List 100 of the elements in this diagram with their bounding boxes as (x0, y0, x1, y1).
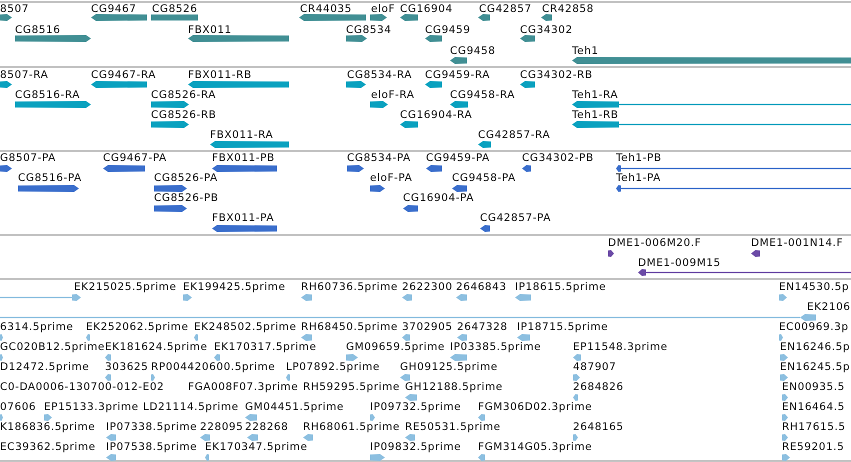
feature-label: EC39362.5prime (0, 441, 96, 453)
feature-label: IP18715.5prime (517, 321, 608, 333)
feature-label: 2648165 (573, 421, 624, 433)
feature-label: EK170317.5prime (214, 341, 316, 353)
feature-label: CG34302 (520, 24, 573, 36)
feature-label: CR44035 (300, 3, 352, 15)
feature-label: EK2106 (807, 301, 851, 313)
feature-label: eloF-PA (370, 172, 412, 184)
feature-label: EN14530.5p (779, 281, 850, 293)
feature-label: 303625 (105, 361, 148, 373)
feature-label: EK170347.5prime (205, 441, 308, 453)
feature-label: RH68450.5prime (301, 321, 398, 333)
feature-label: CG9458-RA (450, 89, 515, 101)
feature-label: 487907 (573, 361, 616, 373)
feature-label: CG9459 (425, 24, 470, 36)
feature-label: RH59295.5prime (303, 381, 400, 393)
feature-label: Teh1-PA (616, 172, 661, 184)
feature-label: CG8516-RA (15, 89, 80, 101)
feature-label: CG42857-PA (480, 212, 552, 224)
feature-label: FGA008F07.3prime (188, 381, 298, 393)
feature-label: CG9459-RA (425, 69, 490, 81)
feature-label: IP07538.5prime (106, 441, 198, 453)
feature-label: IP03385.5prime (450, 341, 542, 353)
feature-label: CG8516 (15, 24, 60, 36)
feature-label: FBX011-RA (210, 129, 274, 141)
feature-label: RP004420600.5prime (151, 361, 276, 373)
feature-label: D12472.5prime (0, 361, 90, 373)
feature-label: RH68061.5prime (303, 421, 400, 433)
feature-label: EN00935.5 (782, 381, 845, 393)
feature-label: 2646843 (456, 281, 507, 293)
feature-label: EN16245.5p (780, 361, 850, 373)
feature-label: LP07892.5prime (286, 361, 380, 373)
feature-label: 2622300 (402, 281, 453, 293)
feature-label: IP07338.5prime (106, 421, 198, 433)
feature-label: FBX011 (188, 24, 232, 36)
feature-label: CG8526-PA (154, 172, 218, 184)
feature-label: 2647328 (457, 321, 508, 333)
feature-label: IP09732.5prime (370, 401, 462, 413)
feature-label: CG34302-RB (520, 69, 593, 81)
feature-label: RH17615.5 (782, 421, 846, 433)
feature-label: EK199425.5prime (183, 281, 286, 293)
feature-label: IP09832.5prime (370, 441, 462, 453)
feature-label: CG16904-PA (403, 192, 474, 204)
feature-label: CG8516-PA (18, 172, 82, 184)
feature-label: FGM314G05.3prime (478, 441, 592, 453)
feature-label: DME1-009M15 (638, 257, 721, 269)
feature-label: CG9467-PA (103, 152, 167, 164)
feature-label: eloF-RA (371, 89, 415, 101)
feature-label: CG9467-RA (91, 69, 156, 81)
feature-label: K186836.5prime (0, 421, 96, 433)
feature-label: CG34302-PB (522, 152, 594, 164)
feature-label: FBX011-RB (188, 69, 252, 81)
feature-label: EN16246.5p (780, 341, 850, 353)
feature-label: 228268 (245, 421, 288, 433)
feature-label: CG8526 (152, 3, 198, 15)
feature-label: CG8534 (346, 24, 392, 36)
feature-label: GM04451.5prime (245, 401, 344, 413)
feature-label: FGM306D02.3prime (478, 401, 592, 413)
feature-label: CG9459-PA (426, 152, 490, 164)
feature-label: EK215025.5prime (74, 281, 176, 293)
feature-label: GC020B12.5prime (0, 341, 105, 353)
feature-label: CG16904-RA (400, 109, 472, 121)
feature-label: CG8526-RA (151, 89, 216, 101)
feature-label: FBX011-PA (212, 212, 274, 224)
feature-label: GH09125.5prime (400, 361, 498, 373)
feature-label: CG8526-PB (154, 192, 218, 204)
feature-label: 8507 (0, 3, 29, 15)
feature-label: DME1-006M20.F (608, 237, 702, 249)
feature-label: 228095 (200, 421, 244, 433)
feature-label: CG9458 (450, 45, 496, 57)
feature-label: 2684826 (573, 381, 624, 393)
feature-label: CR42858 (542, 3, 594, 15)
feature-label: 8507-RA (0, 69, 48, 81)
feature-label: 3702905 (402, 321, 453, 333)
feature-label: DME1-001N14.F (751, 237, 844, 249)
feature-label: RH60736.5prime (301, 281, 398, 293)
feature-label: IP18615.5prime (515, 281, 606, 293)
feature-label: EK181624.5prime (105, 341, 208, 353)
feature-label: CG8526-RB (151, 109, 216, 121)
feature-label: EP15133.3prime (44, 401, 139, 413)
feature-label: RE59201.5 (782, 441, 844, 453)
feature-label: eloF (371, 3, 396, 15)
feature-label: Teh1-RB (572, 109, 619, 121)
feature-label: EN16464.5 (782, 401, 845, 413)
feature-label: EK248502.5prime (194, 321, 296, 333)
feature-label: LD21114.5prime (143, 401, 239, 413)
feature-label: G8507-PA (0, 152, 56, 164)
feature-label: 6314.5prime (0, 321, 74, 333)
feature-label: Teh1 (572, 45, 599, 57)
feature-label: EP11548.3prime (573, 341, 668, 353)
feature-label: CG42857-RA (478, 129, 550, 141)
feature-label: CG42857 (479, 3, 532, 15)
feature-label: C0-DA0006-130700-012-E02 (0, 381, 164, 393)
feature-label: CG9467 (91, 3, 136, 15)
feature-label: Teh1-PB (616, 152, 662, 164)
feature-label: 07606 (0, 401, 36, 413)
feature-label: EC00969.3p (779, 321, 849, 333)
feature-label: CG9458-PA (452, 172, 516, 184)
feature-label: GM09659.5prime (346, 341, 445, 353)
feature-label: GH12188.5prime (405, 381, 503, 393)
